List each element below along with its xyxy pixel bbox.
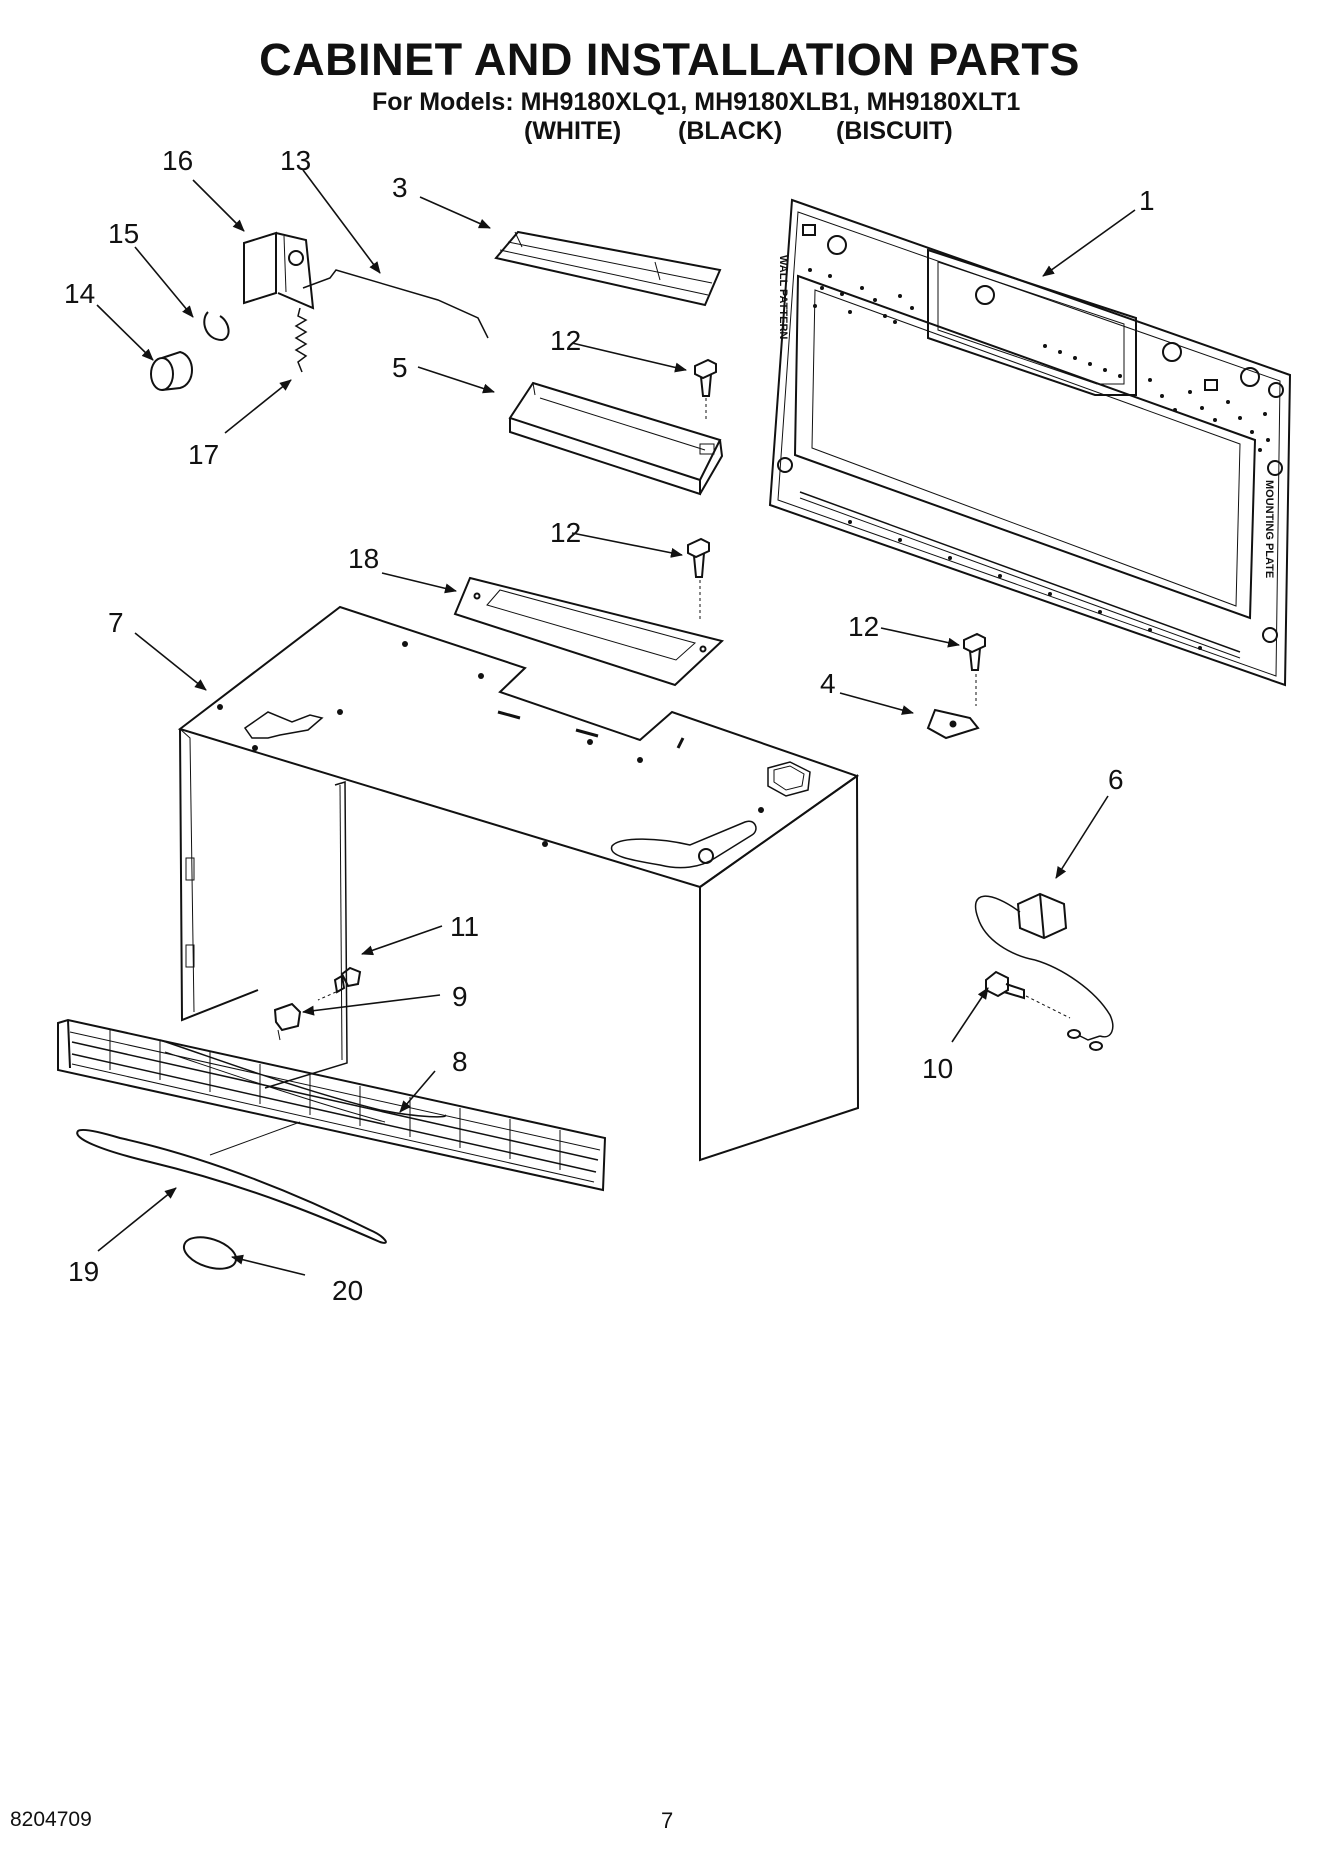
callout-7: 7 bbox=[108, 607, 124, 638]
hinge-parts bbox=[150, 231, 489, 391]
models-line: For Models: MH9180XLQ1, MH9180XLB1, MH91… bbox=[372, 88, 1021, 116]
cabinet-screw-and-clip bbox=[273, 966, 362, 1041]
callout-18: 18 bbox=[348, 543, 379, 574]
badge bbox=[182, 1236, 238, 1270]
callout-11: 11 bbox=[450, 911, 479, 942]
plate-text-mounting-plate: MOUNTING PLATE bbox=[1263, 480, 1275, 578]
callout-12-b: 12 bbox=[550, 517, 581, 548]
grille-overlay bbox=[76, 1128, 387, 1244]
variant-biscuit: (BISCUIT) bbox=[836, 117, 953, 145]
callout-19: 19 bbox=[68, 1256, 99, 1287]
callout-16: 16 bbox=[162, 145, 193, 176]
page-title: CABINET AND INSTALLATION PARTS bbox=[259, 34, 1080, 85]
callout-10: 10 bbox=[922, 1053, 953, 1084]
small-clip bbox=[926, 708, 980, 740]
variant-black: (BLACK) bbox=[678, 117, 783, 145]
power-cord-block bbox=[974, 892, 1114, 1051]
gasket bbox=[453, 576, 725, 687]
cabinet bbox=[177, 605, 860, 1162]
callout-15: 15 bbox=[108, 218, 139, 249]
callout-14: 14 bbox=[64, 278, 95, 309]
callout-3: 3 bbox=[392, 172, 408, 203]
callout-1: 1 bbox=[1139, 185, 1155, 216]
callout-12-a: 12 bbox=[550, 325, 581, 356]
callout-13: 13 bbox=[280, 145, 311, 176]
callout-5: 5 bbox=[392, 352, 408, 383]
callout-4: 4 bbox=[820, 668, 836, 699]
callout-9: 9 bbox=[452, 981, 468, 1012]
page-number: 7 bbox=[661, 1808, 674, 1833]
callout-17: 17 bbox=[188, 439, 219, 470]
document-number: 8204709 bbox=[10, 1808, 92, 1831]
callout-20: 20 bbox=[332, 1275, 363, 1306]
vent-grille bbox=[57, 1018, 607, 1192]
channel-bracket bbox=[508, 381, 724, 496]
callout-leaders bbox=[96, 169, 1136, 1276]
callout-labels: 1 3 4 5 6 7 8 9 10 11 12 12 12 13 14 15 … bbox=[64, 145, 1155, 1306]
variant-white: (WHITE) bbox=[524, 117, 622, 145]
callout-12-c: 12 bbox=[848, 611, 879, 642]
plate-text-wall-pattern: WALL PATTERN bbox=[777, 255, 789, 339]
ground-screw bbox=[985, 970, 1071, 1019]
callout-8: 8 bbox=[452, 1046, 468, 1077]
screws bbox=[687, 358, 986, 706]
callout-6: 6 bbox=[1108, 764, 1124, 795]
top-bracket bbox=[494, 230, 722, 307]
mounting-plate: WALL PATTERN MOUNTING PLATE bbox=[768, 198, 1292, 687]
